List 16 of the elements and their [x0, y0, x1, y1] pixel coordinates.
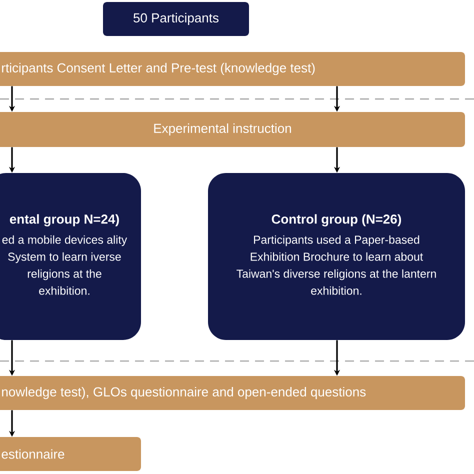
group-description: ed a mobile devices ality System to learn iverse religions at the exhibition. — [2, 235, 128, 295]
group-description: Participants used a Paper-based Exhibition Brochure to learn about Taiwan's diverse religions at the lantern exhibition. — [236, 235, 436, 295]
band-text: rticipants Consent Letter and Pre-test (knowledge test) — [2, 62, 315, 76]
process-band — [0, 437, 141, 471]
group-heading: Control group (N=26) — [272, 214, 402, 226]
band-text: nowledge test), GLOs questionnaire and open-ended questions — [2, 386, 366, 400]
group-box — [0, 173, 141, 340]
start-box — [103, 2, 249, 36]
group-box — [208, 173, 465, 340]
group-heading: ental group N=24) — [10, 214, 119, 226]
process-band — [0, 112, 465, 147]
process-band — [0, 52, 465, 86]
band-text: 50 Participants — [134, 12, 218, 26]
band-text: estionnaire — [2, 449, 64, 459]
process-band — [0, 376, 465, 410]
band-text: Experimental instruction — [154, 123, 291, 136]
